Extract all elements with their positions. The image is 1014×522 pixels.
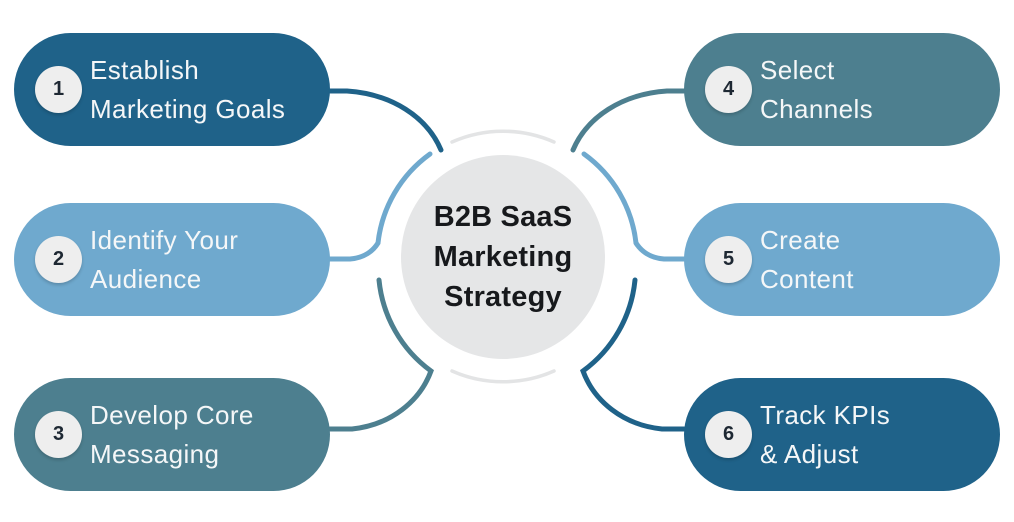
step-label-1: Establish Marketing Goals [90, 51, 285, 129]
ring-arc-bottom [450, 369, 556, 384]
center-circle: B2B SaaS Marketing Strategy [401, 155, 605, 359]
step-label-5: Create Content [760, 221, 854, 299]
step-label-2: Identify Your Audience [90, 221, 238, 299]
step-pill-3: 3 Develop Core Messaging [14, 378, 330, 491]
step-pill-4: 4 Select Channels [684, 33, 1000, 146]
center-title-line-3: Strategy [444, 281, 562, 313]
connector-step-3 [327, 277, 434, 432]
step-label-2-line-1: Identify Your [90, 224, 239, 255]
step-label-2-line-2: Audience [90, 263, 202, 294]
step-label-4: Select Channels [760, 51, 873, 129]
step-pill-2: 2 Identify Your Audience [14, 203, 330, 316]
step-label-1-line-1: Establish [90, 54, 200, 85]
step-pill-1: 1 Establish Marketing Goals [14, 33, 330, 146]
step-label-4-line-2: Channels [760, 93, 874, 124]
step-pill-5: 5 Create Content [684, 203, 1000, 316]
step-label-6-line-1: Track KPIs [760, 399, 891, 430]
connector-step-1 [327, 88, 444, 153]
step-label-1-line-2: Marketing Goals [90, 93, 286, 124]
connector-step-4 [570, 88, 687, 153]
step-number-badge-2: 2 [35, 236, 82, 283]
step-number-badge-1: 1 [35, 66, 82, 113]
center-title-line-1: B2B SaaS [433, 201, 573, 233]
step-label-3-line-1: Develop Core [90, 399, 254, 430]
step-label-3: Develop Core Messaging [90, 396, 254, 474]
step-label-4-line-1: Select [760, 54, 835, 85]
step-number-badge-6: 6 [705, 411, 752, 458]
step-label-5-line-1: Create [760, 224, 841, 255]
step-number-badge-5: 5 [705, 236, 752, 283]
connector-step-5 [581, 151, 687, 262]
connector-step-6 [580, 277, 687, 432]
center-title: B2B SaaS Marketing Strategy [434, 197, 573, 317]
step-number-badge-3: 3 [35, 411, 82, 458]
step-number-badge-4: 4 [705, 66, 752, 113]
step-label-6-line-2: & Adjust [760, 438, 859, 469]
step-label-5-line-2: Content [760, 263, 854, 294]
center-title-line-2: Marketing [433, 241, 573, 273]
step-pill-6: 6 Track KPIs & Adjust [684, 378, 1000, 491]
step-label-3-line-2: Messaging [90, 438, 220, 469]
connector-step-2 [327, 151, 433, 262]
ring-arc-top [450, 129, 556, 144]
step-label-6: Track KPIs & Adjust [760, 396, 890, 474]
